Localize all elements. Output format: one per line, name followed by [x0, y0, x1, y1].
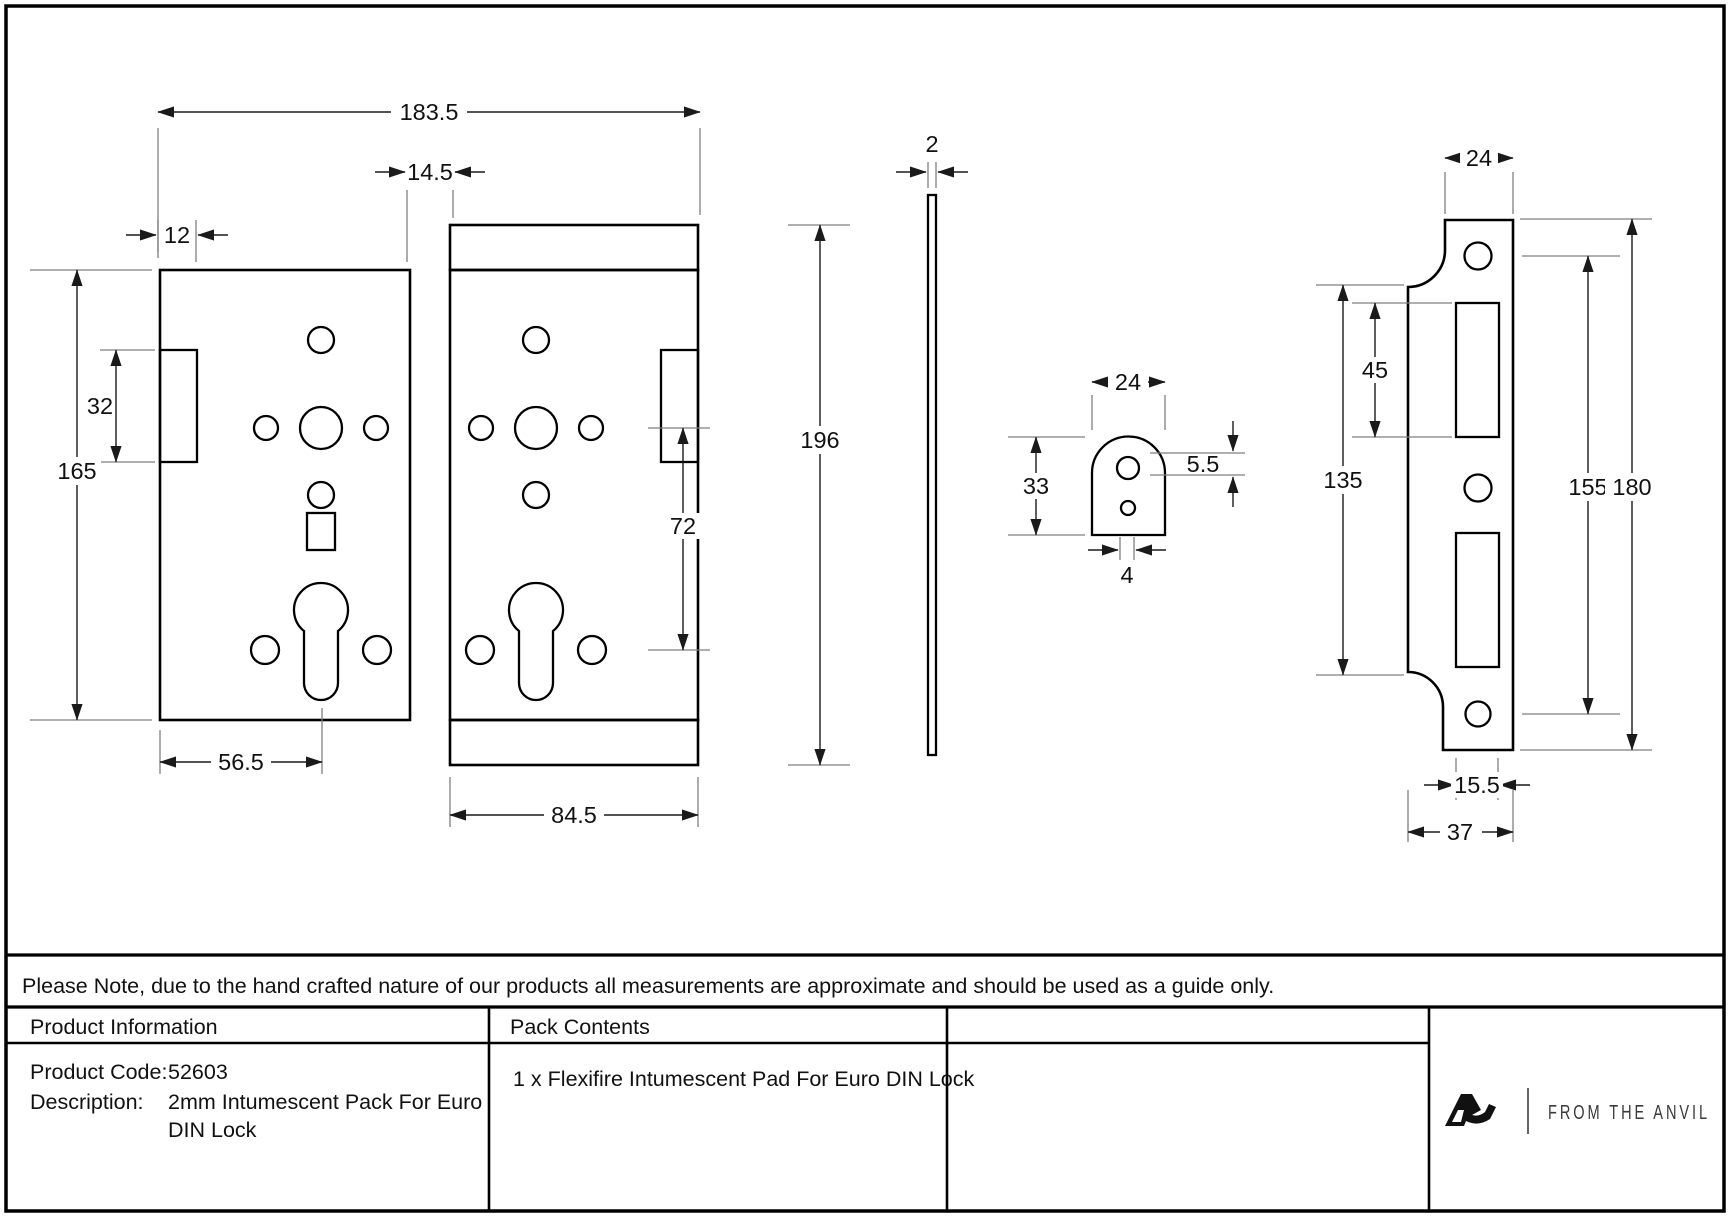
- measurement-note: Please Note, due to the hand crafted nat…: [22, 974, 1274, 998]
- right-plate-outline: [448, 268, 700, 722]
- dim-tab-height-label: 32: [87, 393, 113, 419]
- faceplate-dim-bottom-tab-width-label: 15.5: [1454, 772, 1500, 798]
- faceplate-dim-width-label: 37: [1447, 819, 1473, 845]
- square-cutout: [305, 511, 337, 552]
- brand-logo: FROM THE ANVIL: [1445, 1088, 1710, 1134]
- page-border: [4, 4, 1726, 1213]
- faceplate-dim-total-height-label: 180: [1612, 474, 1651, 500]
- fixing-hole: [521, 480, 551, 510]
- side-view: 2: [896, 131, 968, 757]
- right-plate-top-flange: [448, 223, 700, 272]
- description-label: Description:: [30, 1090, 144, 1114]
- euro-cylinder-cutout: [507, 581, 565, 702]
- dim-right-plate-width-label: 84.5: [551, 802, 597, 828]
- faceplate-dim-body-height-label: 135: [1323, 467, 1362, 493]
- fixing-hole: [521, 325, 551, 355]
- fixing-hole: [576, 634, 608, 666]
- faceplate-view: 24 45 135 155 180 15.5: [1316, 145, 1659, 845]
- anvil-monogram-icon: [1445, 1094, 1496, 1126]
- pad-dim-hole-offset-label: 5.5: [1187, 451, 1220, 477]
- info-table: Product Information Pack Contents Produc…: [6, 1007, 1431, 1211]
- fixing-hole: [467, 414, 495, 442]
- latch-cutout: [1454, 301, 1501, 439]
- brand-name: FROM THE ANVIL: [1548, 1102, 1710, 1124]
- pack-contents-value: 1 x Flexifire Intumescent Pad For Euro D…: [513, 1067, 974, 1091]
- euro-cylinder-cutout: [292, 581, 350, 702]
- plan-view: 183.5 14.5 12 32 165 56.5: [30, 97, 850, 828]
- left-plate-side-tab: [158, 348, 199, 464]
- note-row: Please Note, due to the hand crafted nat…: [6, 953, 1724, 1009]
- faceplate-outline: [1406, 218, 1515, 752]
- pad-hole-lower: [1119, 499, 1137, 517]
- fixing-hole: [306, 325, 336, 355]
- dim-gap-label: 14.5: [407, 159, 453, 185]
- pack-contents-header: Pack Contents: [510, 1015, 650, 1039]
- faceplate-dim-tab-width-label: 24: [1466, 145, 1492, 171]
- dim-left-plate-height-label: 165: [57, 458, 96, 484]
- deadbolt-cutout: [1454, 531, 1501, 669]
- pad-hole-upper: [1115, 455, 1141, 481]
- fixing-hole: [1464, 700, 1492, 728]
- dim-tab-width-label: 12: [164, 222, 190, 248]
- pad-edge-profile: [926, 193, 938, 757]
- fixing-hole: [1463, 473, 1493, 503]
- fixing-hole: [249, 634, 281, 666]
- pad-dim-hole-width-label: 4: [1120, 562, 1133, 588]
- spindle-hole: [298, 405, 344, 451]
- fixing-hole: [252, 414, 280, 442]
- product-information-header: Product Information: [30, 1015, 218, 1039]
- dim-right-plate-height-label: 196: [800, 427, 839, 453]
- dim-thickness-label: 2: [925, 131, 938, 157]
- pad-outline: [1090, 435, 1167, 537]
- fixing-hole: [306, 480, 336, 510]
- pad-view: 24 33 5.5 4: [1008, 369, 1245, 588]
- left-plate-outline: [158, 268, 412, 722]
- fixing-hole: [464, 634, 496, 666]
- fixing-hole: [1463, 241, 1493, 271]
- spindle-hole: [513, 405, 559, 451]
- description-value-line2: DIN Lock: [168, 1118, 257, 1142]
- fixing-hole: [577, 414, 605, 442]
- pad-dim-height-label: 33: [1023, 473, 1049, 499]
- description-value-line1: 2mm Intumescent Pack For Euro: [168, 1090, 482, 1114]
- faceplate-dim-hole-centres-label: 155: [1568, 474, 1607, 500]
- product-code-label: Product Code:: [30, 1060, 167, 1084]
- right-plate-side-tab: [659, 348, 700, 464]
- pad-dim-width-label: 24: [1115, 369, 1141, 395]
- fixing-hole: [361, 634, 393, 666]
- right-plate-bottom-flange: [448, 718, 700, 767]
- product-code-value: 52603: [168, 1060, 228, 1084]
- fixing-hole: [362, 414, 390, 442]
- dim-hole-spacing-label: 72: [670, 513, 696, 539]
- faceplate-dim-cutout-height-label: 45: [1362, 357, 1388, 383]
- dim-total-width-label: 183.5: [400, 99, 459, 125]
- dim-keyhole-offset-label: 56.5: [218, 749, 264, 775]
